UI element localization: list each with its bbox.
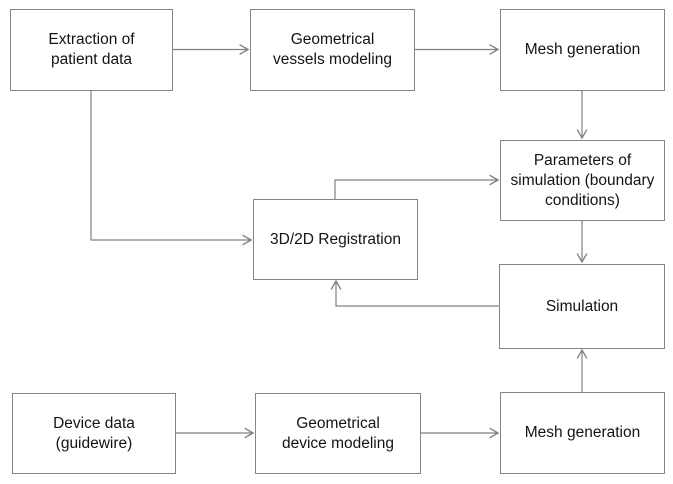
edge-extraction-to-registration <box>90 90 251 240</box>
edge-simulation-to-registration <box>336 281 499 307</box>
node-3d-2d-registration: 3D/2D Registration <box>253 199 418 280</box>
node-mesh-generation-top: Mesh generation <box>500 9 665 91</box>
node-parameters-of-simulation: Parameters of simulation (boundary condi… <box>500 140 665 221</box>
node-geometrical-device-modeling: Geometrical device modeling <box>255 393 421 474</box>
node-extraction-patient-data: Extraction of patient data <box>10 9 173 91</box>
node-mesh-generation-bottom: Mesh generation <box>500 392 665 474</box>
node-simulation: Simulation <box>499 264 665 349</box>
node-device-data: Device data (guidewire) <box>12 393 176 474</box>
node-geometrical-vessels-modeling: Geometrical vessels modeling <box>250 9 415 91</box>
edge-registration-to-parameters <box>334 180 498 199</box>
